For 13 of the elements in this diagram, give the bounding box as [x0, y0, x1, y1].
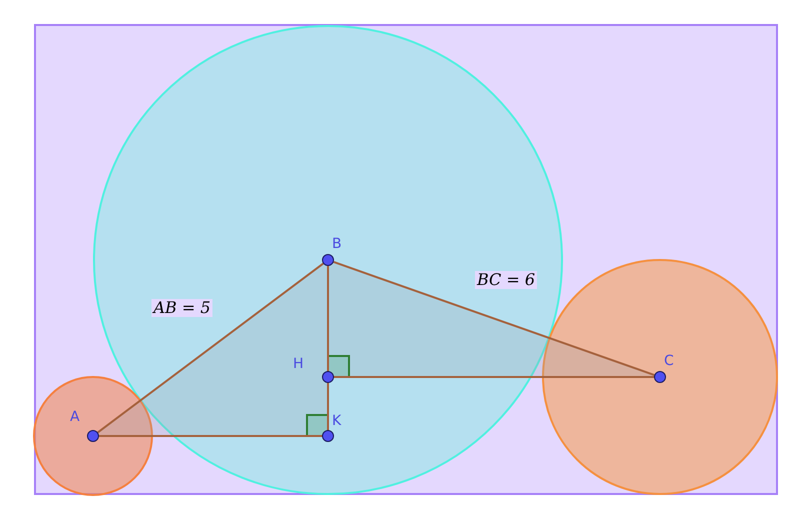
line-segment [327, 383, 329, 430]
point-label: H [293, 356, 304, 372]
edge-label: BC = 6 [474, 271, 538, 289]
line-segment [99, 435, 322, 437]
line-segment [334, 376, 654, 378]
point-label: C [664, 353, 674, 369]
edge-label: AB = 5 [151, 299, 213, 317]
point-label: A [70, 409, 80, 425]
point-label: K [332, 413, 342, 429]
line-segment [333, 261, 655, 376]
line-segment [327, 266, 329, 371]
point-label: B [332, 236, 342, 252]
line-segment [97, 262, 324, 434]
